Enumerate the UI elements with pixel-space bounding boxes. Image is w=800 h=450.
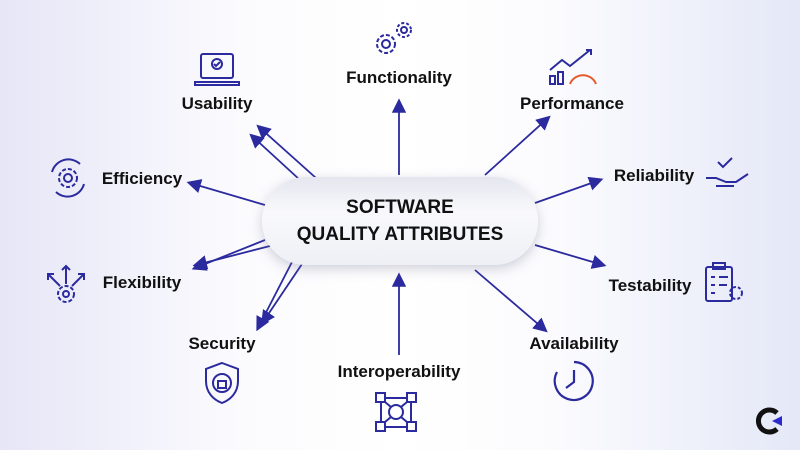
gear-cycle-icon [51, 158, 85, 198]
hand-check-icon [706, 157, 749, 187]
label-functionality: Functionality [346, 68, 452, 87]
clipboard-gear-icon [705, 262, 743, 302]
label-flexibility: Flexibility [102, 273, 182, 292]
title-line-1: SOFTWARE [346, 197, 454, 218]
arrow-flexibility [191, 239, 266, 271]
chart-gauge-icon [549, 49, 597, 85]
arrow-availability [474, 269, 548, 333]
label-availability: Availability [529, 334, 619, 353]
label-interoperability: Interoperability [337, 362, 461, 381]
label-testability: Testability [608, 276, 692, 295]
brand-logo-icon [756, 407, 782, 435]
laptop-check-icon [194, 53, 240, 86]
arrow-usability-2 [249, 133, 301, 181]
arrow-usability [256, 124, 317, 179]
arrow-security [256, 261, 293, 332]
arrow-testability [534, 244, 607, 269]
arrow-security-2 [260, 263, 303, 325]
label-efficiency: Efficiency [101, 169, 183, 188]
arrow-reliability [534, 176, 604, 204]
arrow-performance [484, 115, 551, 176]
label-performance: Performance [520, 94, 624, 113]
label-reliability: Reliability [613, 166, 695, 185]
gear-arrows-icon [47, 264, 85, 303]
arrow-flexibility-2 [192, 245, 271, 270]
arrow-efficiency [186, 179, 266, 206]
title-line-2: QUALITY ATTRIBUTES [296, 224, 504, 245]
clock-icon [553, 360, 594, 402]
shield-lock-icon [205, 361, 239, 405]
network-cubes-icon [375, 392, 417, 432]
label-usability: Usability [181, 94, 253, 113]
gears-icon [376, 22, 412, 54]
central-title: SOFTWARE QUALITY ATTRIBUTES [262, 177, 538, 265]
label-security: Security [188, 334, 256, 353]
